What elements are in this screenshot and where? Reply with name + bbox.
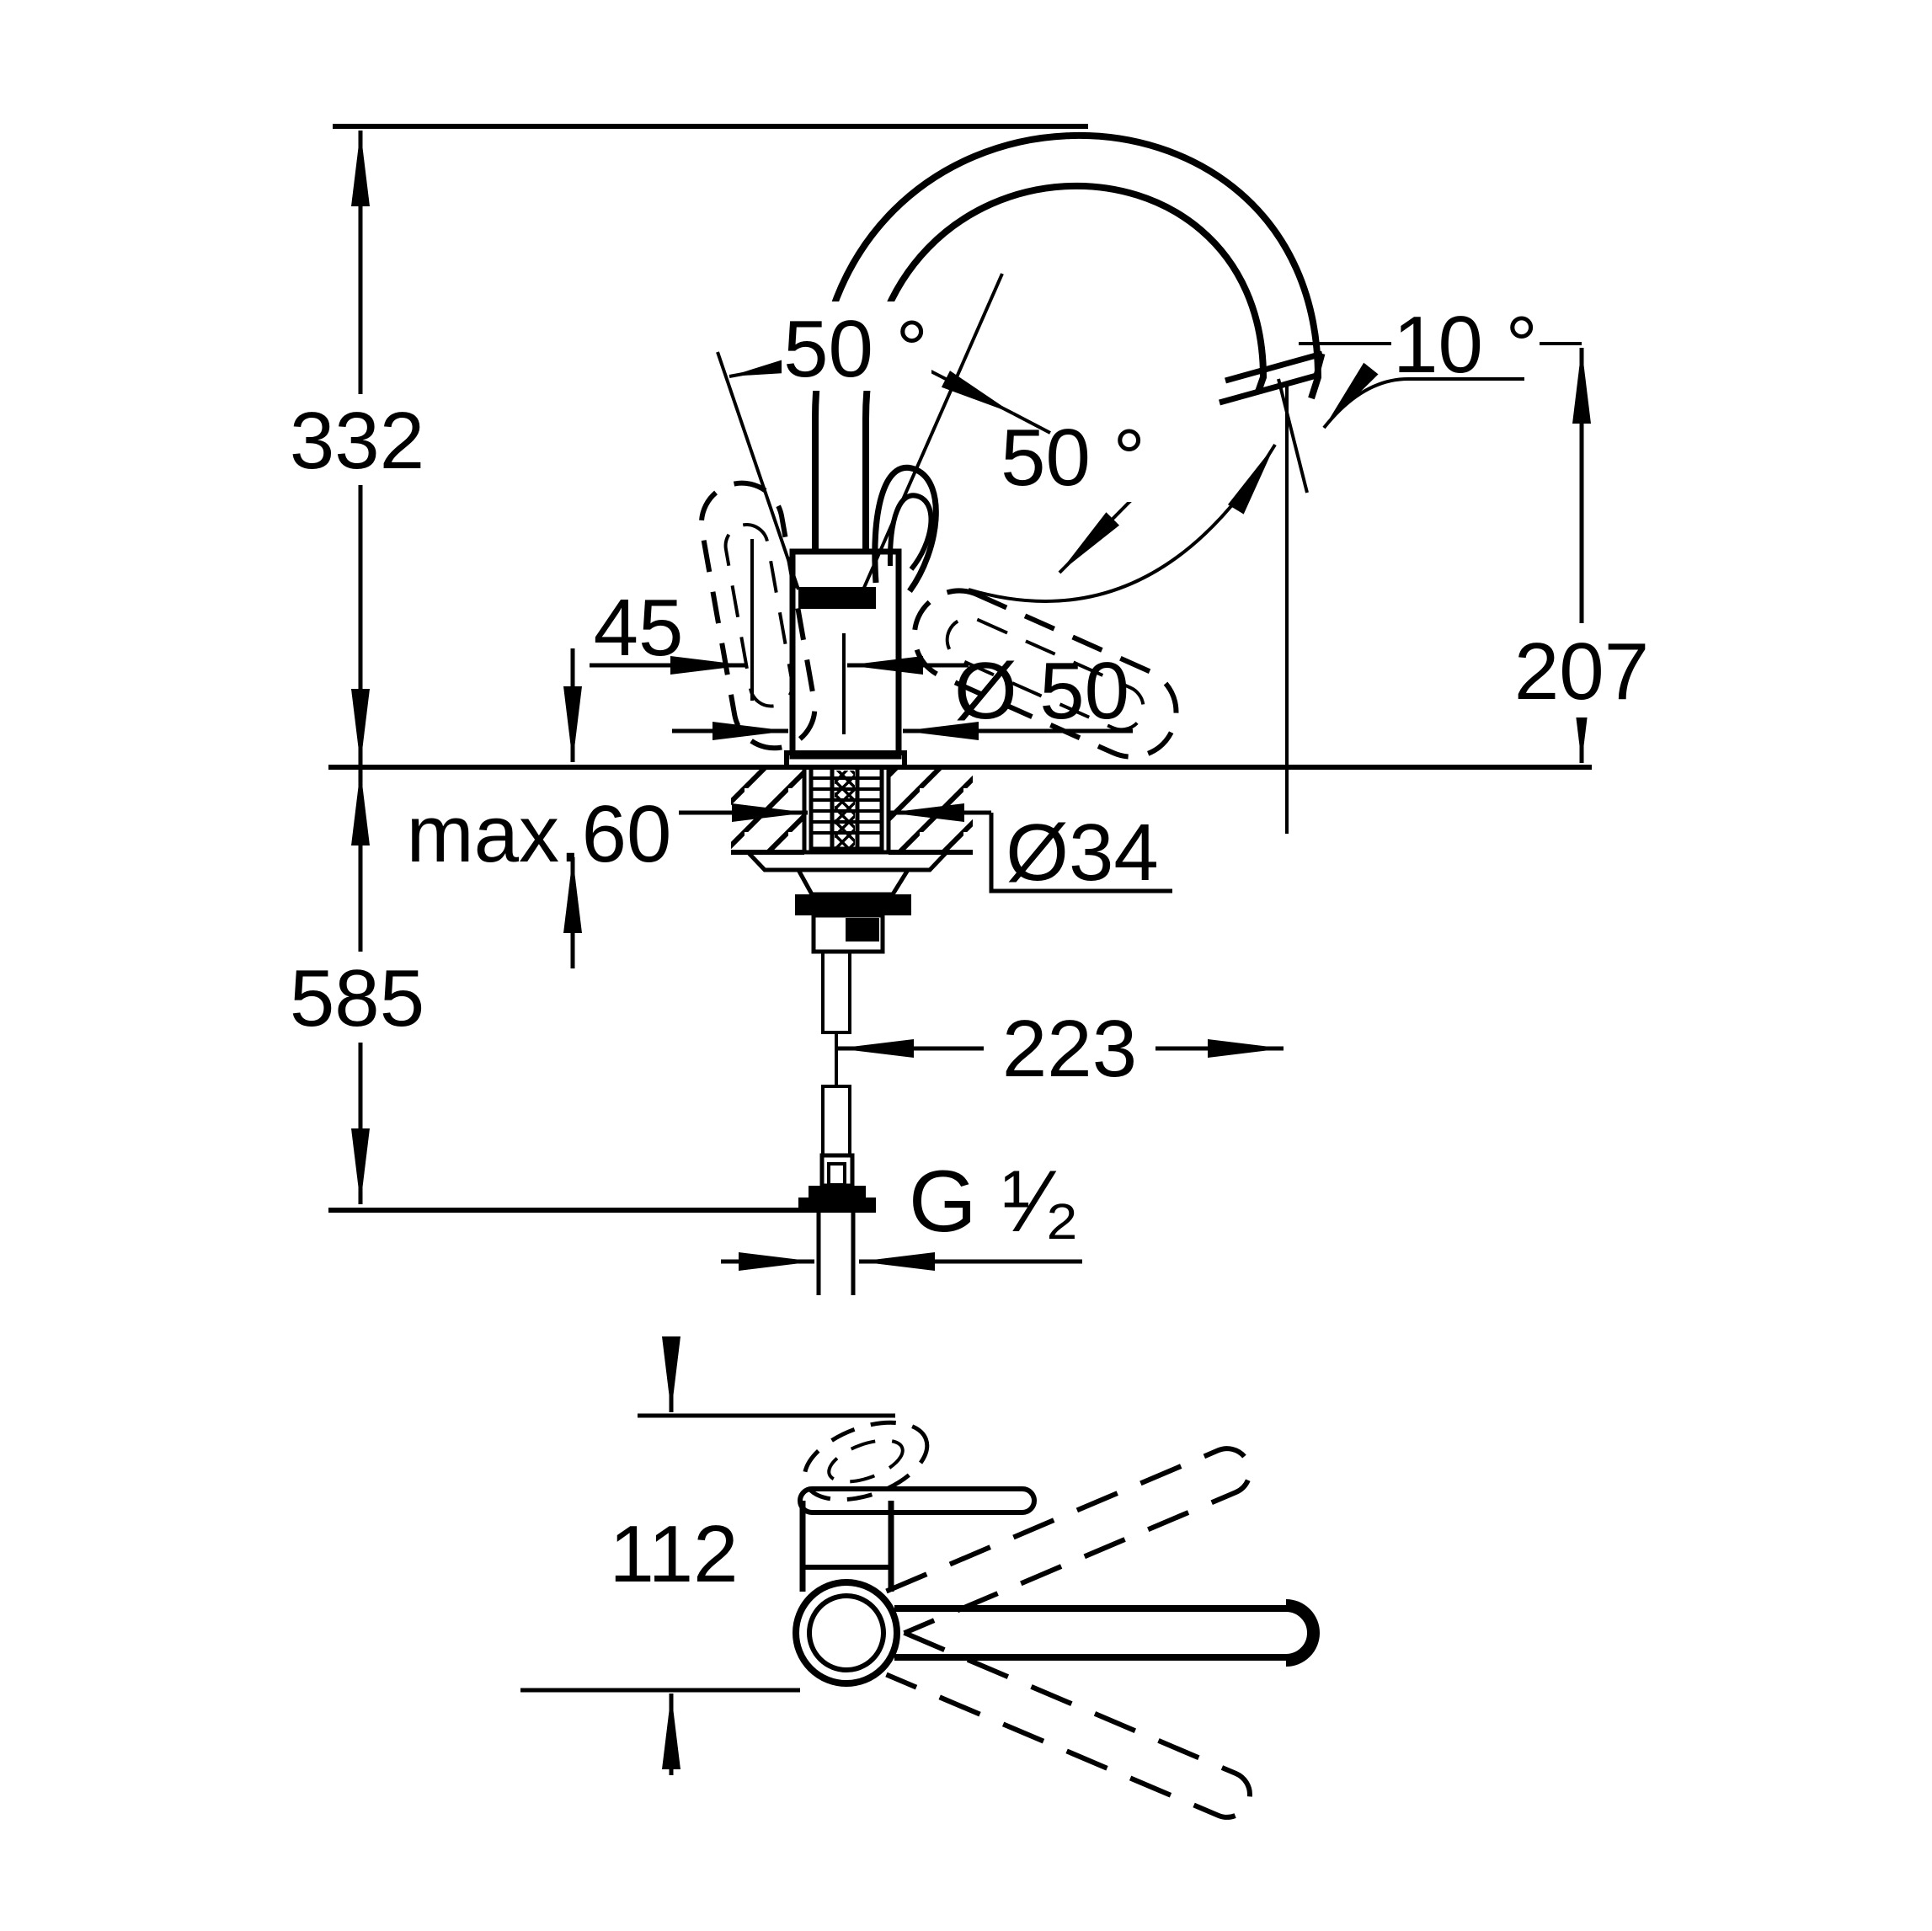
dimension-handle-clearance: 45 (590, 539, 969, 701)
dimension-hole-diameter: Ø34 (679, 803, 1172, 898)
dim-label-max60: max.60 (407, 789, 672, 879)
top-view-handle-dashed (802, 1420, 930, 1502)
dim-label-223: 223 (1002, 1004, 1137, 1094)
dimension-outlet-angle: 10 ° (1299, 296, 1582, 429)
dim-label-dia50: Ø 50 (954, 646, 1129, 736)
dimension-top-view-depth: 112 (520, 1336, 895, 1775)
dim-label-112: 112 (609, 1509, 738, 1599)
handle-dashed-right-position (911, 588, 1179, 760)
top-view-spout (894, 1599, 1320, 1667)
mounting-shank (809, 765, 884, 851)
handle-dashed-left-position (698, 480, 818, 751)
hose-end-fitting (809, 1186, 866, 1198)
mounting-washer-and-nut (743, 850, 952, 954)
dim-label-g12: G ¹⁄₂ (909, 1153, 1079, 1251)
spout-outlet-cap (1219, 350, 1326, 406)
dimension-body-diameter: Ø 50 (672, 646, 1133, 740)
top-view-spout-dashed-up (885, 1446, 1252, 1635)
dimension-deck-thickness: max.60 (407, 648, 672, 968)
top-view: 112 (520, 1336, 1320, 1820)
dimension-height-below: 585 (283, 770, 433, 1204)
dim-label-50deg-handle: 50 ° (783, 304, 928, 394)
dimension-total-height: 332 (285, 131, 433, 765)
dim-label-332: 332 (290, 396, 424, 486)
dimension-spout-reach: 223 (838, 1004, 1284, 1094)
top-view-handle-paddle (798, 1486, 1037, 1515)
handle-lever (872, 465, 939, 594)
dim-label-45: 45 (594, 583, 684, 673)
dimension-spout-swivel: 50 ° (968, 411, 1277, 603)
dim-label-10deg: 10 ° (1393, 300, 1538, 390)
connection-hose (798, 950, 876, 1295)
dimensions: 332 585 207 10 ° 50 ° (283, 131, 1654, 1271)
dim-label-207: 207 (1514, 627, 1649, 717)
dim-label-dia34: Ø34 (1006, 808, 1158, 898)
cartridge-tab (798, 587, 876, 609)
dimension-outlet-height: 207 (1509, 348, 1654, 763)
outlet-tilted-axis (1277, 378, 1309, 493)
dim-label-50deg-spout: 50 ° (1001, 413, 1145, 503)
dimension-handle-angle: 50 ° (716, 273, 1051, 590)
top-view-body (793, 1501, 900, 1687)
top-view-spout-dashed-down (885, 1630, 1252, 1820)
dimension-thread: G ¹⁄₂ (721, 1153, 1082, 1271)
dim-label-585: 585 (290, 953, 424, 1043)
mounting-nut (795, 894, 911, 915)
